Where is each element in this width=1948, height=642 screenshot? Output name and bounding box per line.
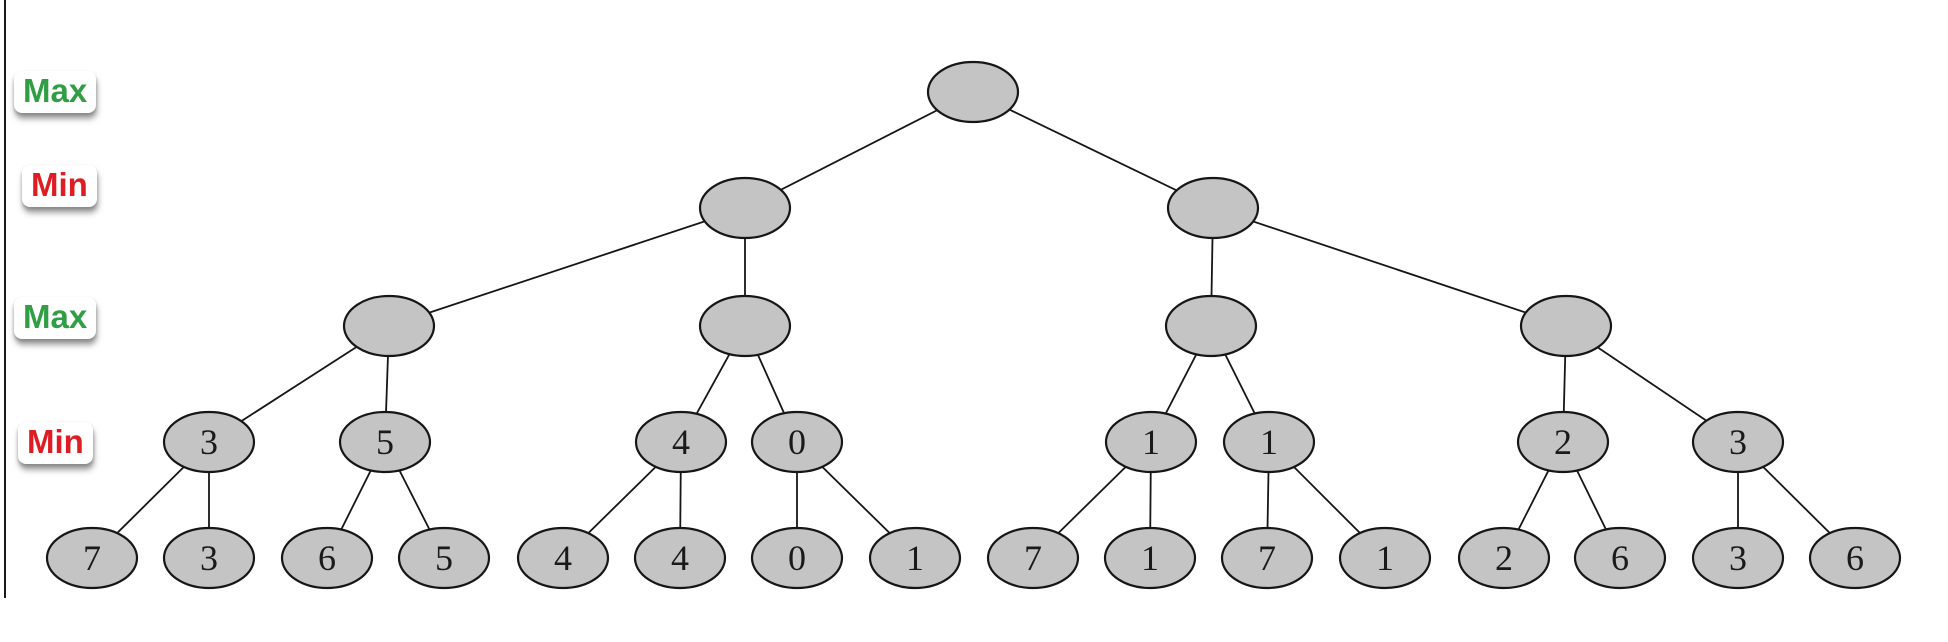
tree-node-value: 1: [906, 538, 924, 578]
tree-node-leaf: [516, 526, 610, 590]
tree-node-min: [1166, 176, 1260, 240]
tree-node-value: 7: [1024, 538, 1042, 578]
tree-node-leaf: [1691, 526, 1785, 590]
tree-node-value: 4: [672, 422, 690, 462]
tree-node-value: 1: [1376, 538, 1394, 578]
tree-node-max: [1164, 294, 1258, 358]
tree-node-value: 7: [1258, 538, 1276, 578]
tree-node-leaf: [750, 526, 844, 590]
tree-node-value: 5: [435, 538, 453, 578]
tree-node-value: 5: [376, 422, 394, 462]
tree-node-min: [698, 176, 792, 240]
tree-node-leaf: [1808, 526, 1902, 590]
tree-node-value: 6: [1611, 538, 1629, 578]
tree-node-leaf: [397, 526, 491, 590]
level-label-max-1: Max: [14, 71, 97, 113]
tree-node-value: 3: [200, 422, 218, 462]
tree-node-leaf: [45, 526, 139, 590]
tree-edge: [744, 91, 974, 209]
tree-node-leaf: [986, 526, 1080, 590]
tree-node-leaf: [1103, 526, 1197, 590]
tree-node-value: 2: [1495, 538, 1513, 578]
left-border-rule: [4, 0, 6, 598]
tree-node-max: [926, 60, 1020, 124]
tree-node-max: [1519, 294, 1613, 358]
level-label-max-2: Max: [14, 297, 97, 339]
tree-node-min: [338, 410, 432, 474]
tree-edge: [972, 91, 1214, 209]
tree-edge: [1212, 207, 1567, 327]
tree-node-value: 6: [1846, 538, 1864, 578]
tree-node-value: 4: [554, 538, 572, 578]
tree-node-value: 1: [1260, 422, 1278, 462]
tree-node-leaf: [280, 526, 374, 590]
tree-node-leaf: [1220, 526, 1314, 590]
level-label-min-1: Min: [22, 165, 97, 207]
tree-node-value: 1: [1141, 538, 1159, 578]
tree-node-value: 1: [1142, 422, 1160, 462]
tree-node-min: [1222, 410, 1316, 474]
tree-node-leaf: [1457, 526, 1551, 590]
tree-node-leaf: [633, 526, 727, 590]
tree-node-min: [1104, 410, 1198, 474]
tree-node-leaf: [1573, 526, 1667, 590]
tree-node-value: 4: [671, 538, 689, 578]
tree-node-leaf: [162, 526, 256, 590]
tree-node-value: 2: [1554, 422, 1572, 462]
tree-node-value: 3: [200, 538, 218, 578]
tree-node-value: 6: [318, 538, 336, 578]
tree-node-min: [162, 410, 256, 474]
tree-node-min: [750, 410, 844, 474]
tree-node-min: [1516, 410, 1610, 474]
level-label-min-2: Min: [18, 422, 93, 464]
tree-node-min: [1691, 410, 1785, 474]
tree-node-value: 3: [1729, 538, 1747, 578]
tree-node-value: 7: [83, 538, 101, 578]
tree-node-leaf: [868, 526, 962, 590]
tree-node-value: 0: [788, 538, 806, 578]
tree-node-max: [698, 294, 792, 358]
tree-node-value: 3: [1729, 422, 1747, 462]
tree-node-max: [342, 294, 436, 358]
tree-node-min: [634, 410, 728, 474]
tree-edge: [388, 207, 746, 327]
tree-node-value: 0: [788, 422, 806, 462]
tree-node-leaf: [1338, 526, 1432, 590]
